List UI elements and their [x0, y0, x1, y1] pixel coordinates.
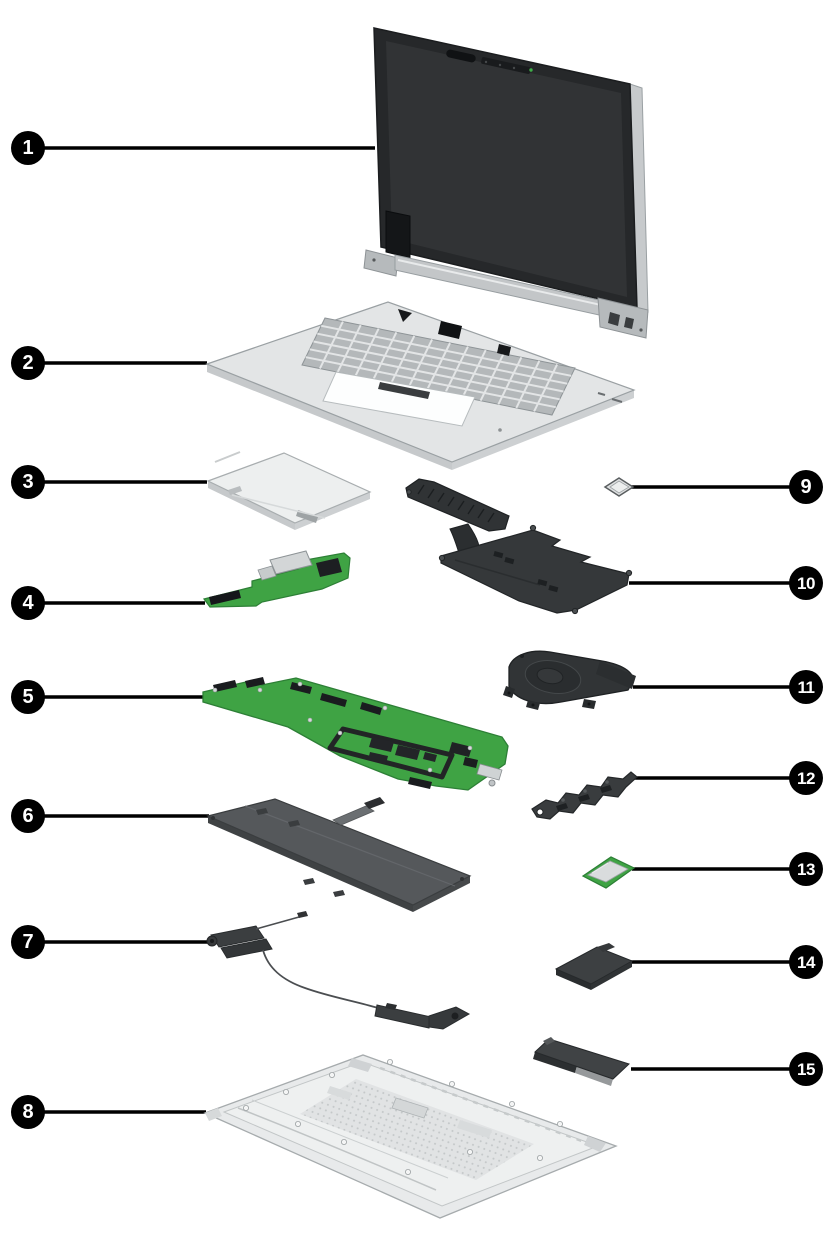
wlan-shine — [591, 862, 609, 874]
touchpad-details — [214, 451, 326, 523]
wlan-module — [581, 856, 636, 889]
battery-right-side — [413, 876, 470, 912]
io-chip — [316, 558, 342, 577]
keyboard-top-cover — [205, 301, 636, 470]
callout-2: 2 — [11, 346, 45, 380]
io-board — [202, 550, 351, 608]
right-speaker-bar — [374, 1004, 432, 1029]
ssd15-top — [534, 1038, 630, 1080]
io-small-port — [257, 565, 277, 581]
callout-5: 5 — [11, 680, 45, 714]
callout-12: 12 — [789, 761, 823, 795]
battery-tabs — [211, 808, 464, 897]
deck-left-side — [207, 364, 452, 470]
keyboard-grid — [305, 321, 572, 412]
system-board-connectors — [213, 677, 432, 789]
callout-1: 1 — [11, 131, 45, 165]
callout-9: 9 — [789, 470, 823, 504]
hinge-details — [372, 258, 643, 332]
heatsink-details — [406, 489, 633, 615]
vent-dashes — [379, 1066, 591, 1146]
callout-8: 8 — [11, 1095, 45, 1129]
touchpad — [206, 451, 372, 530]
system-board — [202, 677, 509, 791]
shield-gasket — [327, 726, 455, 780]
wlan-shield — [587, 860, 629, 883]
right-speaker-hole — [451, 1012, 459, 1020]
left-hinge — [363, 249, 399, 277]
battery — [206, 797, 472, 912]
cable-channel-1 — [237, 1107, 437, 1191]
bracket — [531, 771, 638, 820]
ssd14-top — [554, 946, 634, 985]
heatsink-fins — [417, 484, 495, 523]
fan-hub — [536, 667, 564, 685]
cable-channel-2 — [251, 1099, 449, 1179]
callout-14: 14 — [789, 945, 823, 979]
leader-lines — [44, 146, 790, 1114]
callout-6: 6 — [11, 799, 45, 833]
left-speaker-lower — [220, 938, 273, 959]
sensor-chip — [603, 477, 635, 497]
battery-top-face — [206, 798, 472, 906]
battery-connector — [364, 797, 385, 809]
ssd14-thickness-right — [591, 961, 632, 990]
touchpad-plate — [206, 452, 372, 524]
ssd15-thickness-dark — [533, 1052, 577, 1073]
fan-feet — [503, 654, 596, 710]
bottom-cover-details — [205, 1058, 606, 1152]
right-speaker-end — [428, 1006, 471, 1030]
callout-15: 15 — [789, 1052, 823, 1086]
ssd-2280 — [533, 1037, 630, 1086]
bottom-cover — [203, 1054, 618, 1219]
system-board-chips — [368, 737, 472, 764]
ssd-2230 — [554, 943, 634, 990]
fan-outlet — [596, 661, 636, 689]
callout-10: 10 — [789, 566, 823, 600]
mesh-dots — [300, 1079, 534, 1180]
ssd15-notch — [543, 1037, 555, 1045]
ssd14-tab — [597, 943, 615, 952]
deck-right-side — [452, 390, 634, 470]
antenna-tip — [297, 911, 308, 918]
right-speaker-tab — [385, 1003, 397, 1010]
sensor-chip-inner — [609, 480, 630, 494]
io-board-pcb — [202, 552, 351, 608]
speaker-cable — [262, 949, 379, 1009]
antenna-wire — [255, 916, 300, 930]
callout-3: 3 — [11, 465, 45, 499]
callout-4: 4 — [11, 586, 45, 620]
bottom-cover-screws — [242, 1059, 564, 1176]
touchpad-opening — [322, 371, 476, 427]
system-board-screws — [212, 681, 473, 773]
battery-seam — [244, 805, 456, 887]
ssd15-thickness-light — [575, 1066, 613, 1086]
battery-left-side — [208, 816, 413, 912]
speakers — [206, 911, 471, 1030]
callout-11: 11 — [789, 670, 823, 704]
bracket-details — [536, 780, 612, 816]
left-speaker-hole — [210, 939, 214, 943]
fan — [503, 650, 636, 710]
display-assembly — [363, 27, 649, 339]
display-screen-panel — [386, 41, 627, 297]
callout-13: 13 — [789, 852, 823, 886]
callout-7: 7 — [11, 925, 45, 959]
hinge-rail-highlight — [397, 259, 638, 314]
deck-details — [398, 309, 623, 432]
keyboard-cable-slot — [378, 382, 430, 399]
ssd14-thickness-left — [556, 969, 591, 990]
heatsink-fin-bar — [405, 478, 510, 532]
display-cable-box — [385, 210, 411, 259]
heat-sink — [405, 478, 633, 615]
io-usb-port — [269, 550, 313, 575]
right-hinge — [597, 297, 649, 339]
battery-cable — [332, 805, 375, 826]
webcam-module — [446, 49, 533, 74]
system-board-ports — [463, 757, 503, 787]
io-board-connector — [209, 590, 241, 605]
